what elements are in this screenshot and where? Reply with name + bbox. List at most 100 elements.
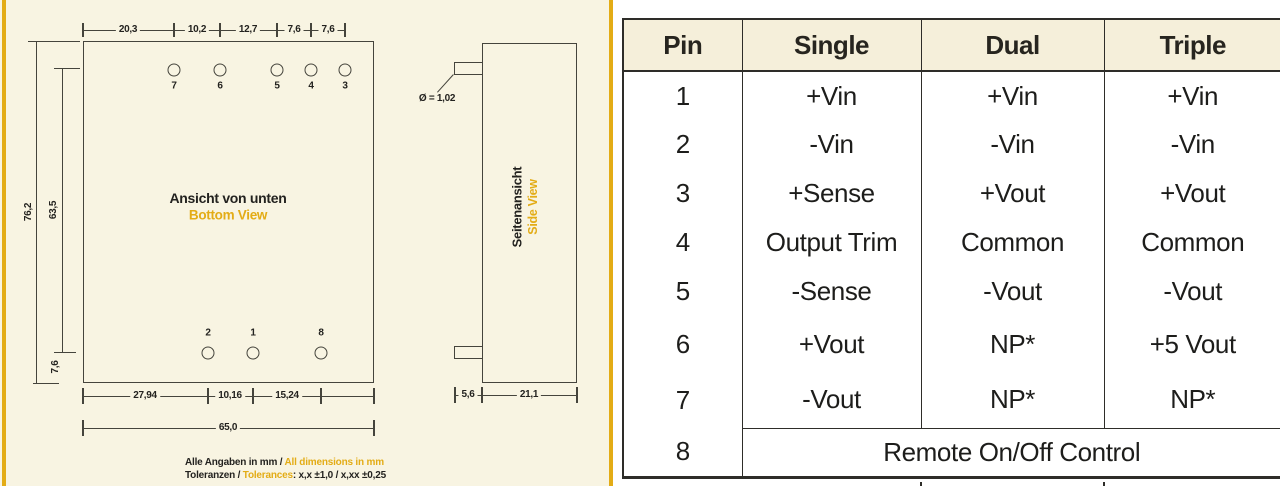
triple-cell: -Vin	[1170, 129, 1216, 159]
side-view-title-en: Side View	[526, 179, 540, 235]
dual-cell: +Vout	[921, 169, 1105, 218]
pin-cell: 4	[623, 218, 743, 267]
dim-label: 10,2	[184, 25, 210, 35]
dim-label: 10,16	[215, 391, 245, 401]
triple-cell: NP*	[1170, 384, 1216, 415]
dim-label-vertical: 63,5	[48, 197, 60, 223]
pin-hole-2	[201, 346, 215, 360]
table-row: 5 -Sense -Vout -Vout	[623, 267, 1280, 316]
dual-cell: NP*	[921, 316, 1105, 372]
side-pin-top	[454, 62, 483, 75]
triple-cell: -Vout	[1163, 276, 1223, 306]
dim-tick	[344, 23, 346, 37]
single-cell: +Sense	[742, 169, 922, 218]
dim-line-top	[83, 30, 345, 31]
dual-cell: NP*	[921, 372, 1105, 428]
tolerance-note-de: Toleranzen /	[185, 470, 243, 481]
dim-label: 21,1	[516, 390, 542, 400]
dim-tick	[33, 383, 59, 385]
dim-label-vertical: 7,6	[50, 357, 62, 377]
pin-hole-3	[338, 63, 352, 77]
triple-cell: +Vout	[1160, 178, 1226, 208]
dual-cell: +Vin	[921, 71, 1105, 120]
dim-label: 20,3	[115, 25, 141, 35]
table-grid-stub	[1103, 482, 1105, 486]
dim-label: 7,6	[318, 25, 338, 35]
pin-number: 8	[318, 327, 324, 339]
side-outline	[482, 43, 577, 383]
single-cell: +Vout	[742, 316, 922, 372]
leader-line	[437, 74, 454, 93]
dim-label-vertical: 76,2	[23, 199, 35, 225]
table-row: 7 -Vout NP* NP*	[623, 372, 1280, 428]
table-row: 1 +Vin +Vin +Vin	[623, 71, 1280, 120]
pin-cell: 3	[623, 169, 743, 218]
pin-table-panel: Pin Single Dual Triple 1 +Vin +Vin +Vin …	[613, 0, 1280, 486]
table-grid-stub	[920, 482, 922, 486]
col-header-dual: Dual	[921, 19, 1105, 72]
dim-tick	[54, 68, 80, 70]
units-note-de: Alle Angaben in mm /	[185, 457, 285, 468]
col-header-pin: Pin	[623, 19, 743, 72]
dim-tick	[373, 420, 375, 436]
table-row: 2 -Vin -Vin -Vin	[623, 120, 1280, 169]
gold-stripe-right	[609, 0, 613, 486]
module-outline	[83, 41, 374, 383]
pin-hole-6	[213, 63, 227, 77]
dim-tick	[252, 388, 254, 404]
triple-cell: +Vin	[1167, 80, 1219, 111]
pin-hole-4	[304, 63, 318, 77]
table-row: 6 +Vout NP* +5 Vout	[623, 316, 1280, 372]
dim-line-side	[455, 395, 577, 396]
pin-cell: 7	[623, 372, 743, 428]
pin-cell: 2	[623, 120, 743, 169]
dim-label: 65,0	[215, 423, 241, 433]
table-row-remote: 8 Remote On/Off Control	[623, 427, 1280, 477]
bottom-view-title-de: Ansicht von unten	[169, 190, 287, 206]
units-note: Alle Angaben in mm / All dimensions in m…	[185, 456, 384, 469]
tolerance-note: Toleranzen / Tolerances: x,x ±1,0 / x,xx…	[185, 469, 386, 482]
gold-stripe-left	[2, 0, 6, 486]
single-cell: Output Trim	[742, 218, 922, 267]
single-cell: -Vin	[742, 120, 922, 169]
pin-hole-5	[270, 63, 284, 77]
table-header-row: Pin Single Dual Triple	[623, 19, 1280, 72]
dual-cell: -Vin	[921, 120, 1105, 169]
units-note-en: All dimensions in mm	[284, 457, 385, 468]
single-cell: -Sense	[742, 267, 922, 316]
table-row: 3 +Sense +Vout +Vout	[623, 169, 1280, 218]
pin-number: 4	[308, 80, 314, 92]
pin-assignment-table: Pin Single Dual Triple 1 +Vin +Vin +Vin …	[622, 18, 1280, 479]
pin-number: 6	[217, 80, 223, 92]
tolerance-note-en: Tolerances	[242, 470, 293, 481]
col-header-triple: Triple	[1104, 19, 1280, 72]
pin-number: 1	[250, 327, 256, 339]
dim-line-left-inner	[62, 68, 63, 352]
dim-line-left-outer	[36, 41, 37, 383]
pin-number: 5	[274, 80, 280, 92]
dim-tick	[310, 23, 312, 37]
dim-tick	[276, 23, 278, 37]
dim-tick	[207, 388, 209, 404]
pin-number: 7	[171, 80, 177, 92]
pin-cell: 5	[623, 267, 743, 316]
single-cell: -Vout	[742, 372, 922, 428]
triple-cell: Common	[1141, 227, 1245, 257]
dim-tick	[320, 388, 322, 404]
pin-number: 3	[342, 80, 348, 92]
tolerance-values: : x,x ±1,0 / x,xx ±0,25	[292, 470, 386, 481]
pin-hole-1	[246, 346, 260, 360]
dim-label: 5,6	[458, 390, 478, 400]
dual-cell: Common	[921, 218, 1105, 267]
dim-tick	[82, 420, 84, 436]
dim-label: 12,7	[235, 25, 261, 35]
pin-diameter-label: Ø = 1,02	[418, 93, 456, 104]
table-row: 4 Output Trim Common Common	[623, 218, 1280, 267]
dim-tick	[219, 23, 221, 37]
dim-tick	[481, 387, 483, 403]
dim-label: 27,94	[130, 391, 160, 401]
pin-hole-7	[167, 63, 181, 77]
dim-ext-line	[28, 41, 80, 43]
dim-tick	[54, 352, 76, 354]
